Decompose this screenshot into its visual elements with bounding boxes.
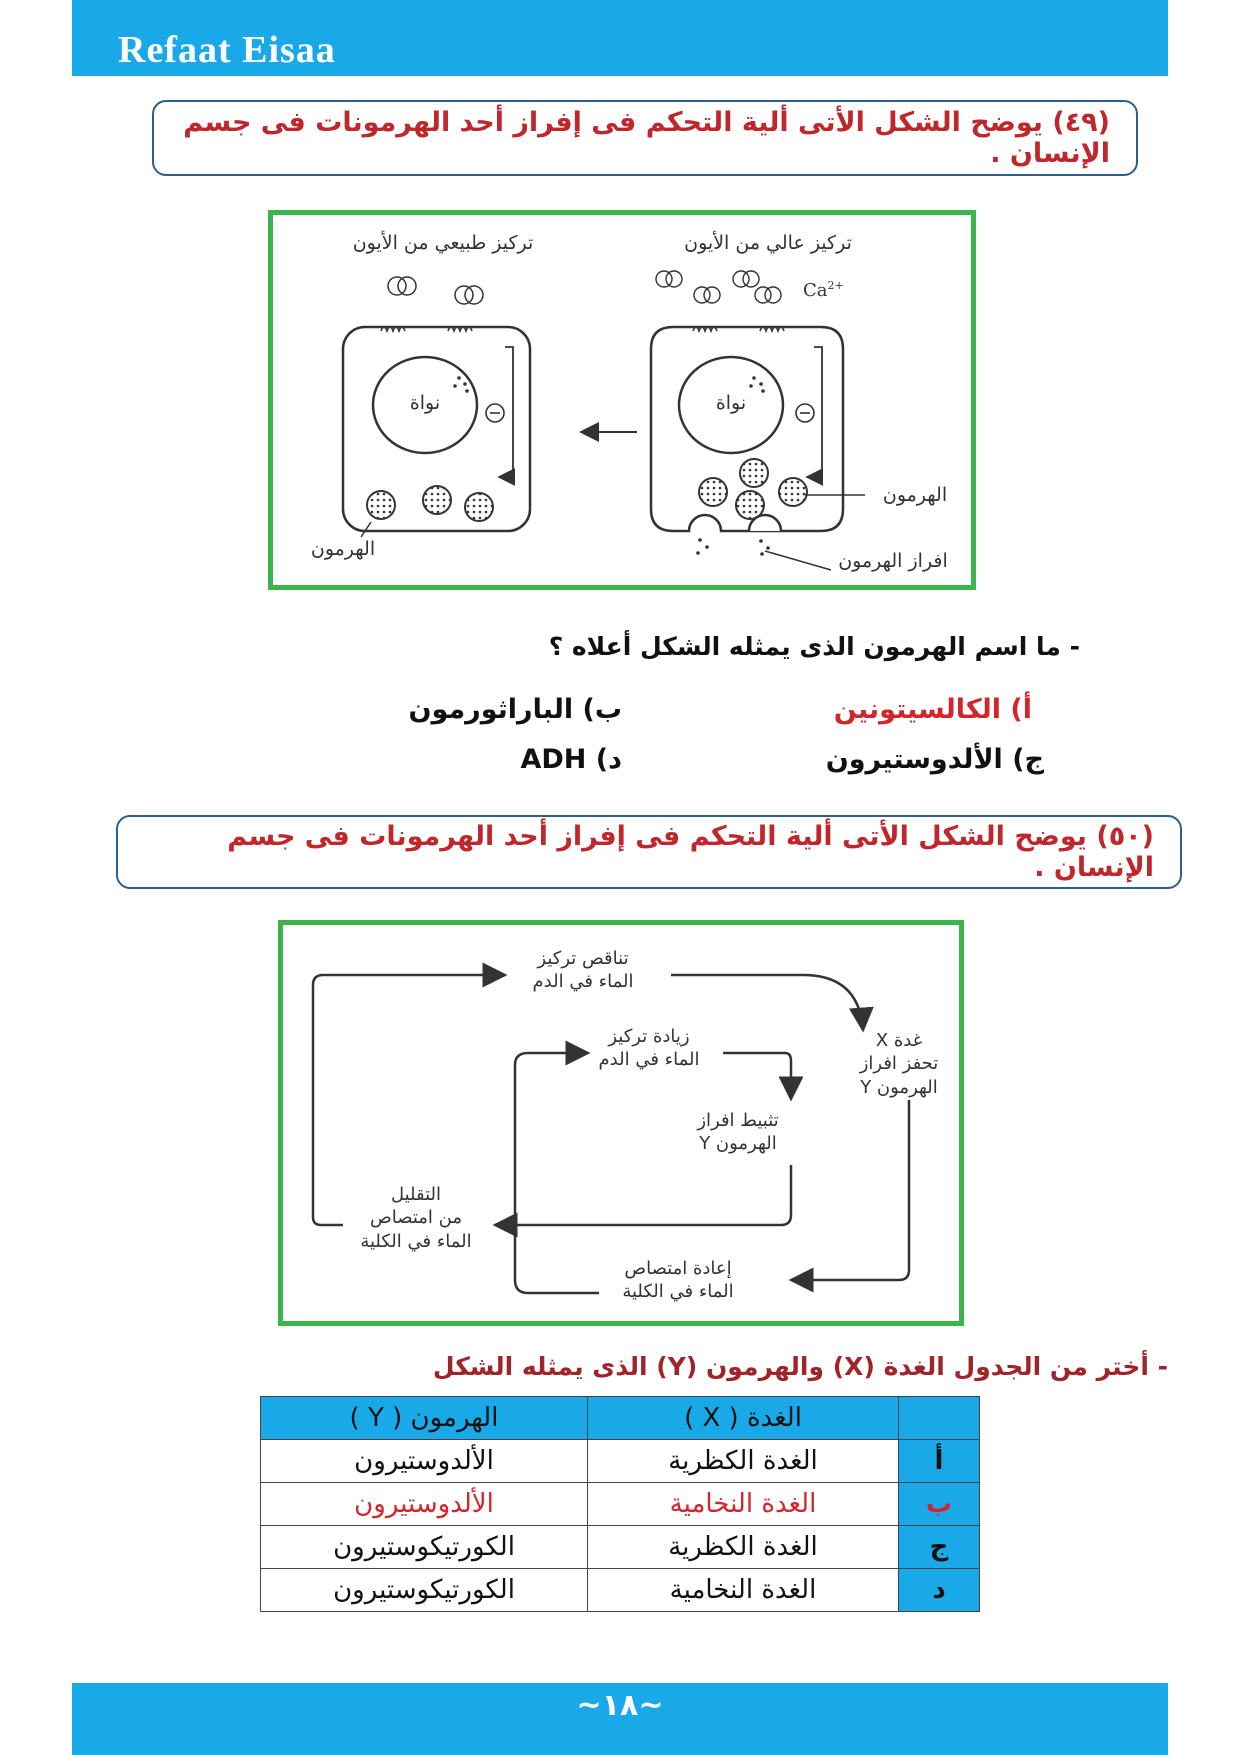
row-hormone: الكورتيكوستيرون bbox=[260, 1525, 588, 1569]
row-gland: الغدة الكظرية bbox=[587, 1525, 899, 1569]
row-gland: الغدة النخامية bbox=[587, 1482, 899, 1526]
table-row-correct: ب الغدة النخامية الألدوستيرون bbox=[260, 1482, 980, 1526]
question-49-title-text: (٤٩) يوضح الشكل الأتى ألية التحكم فى إفر… bbox=[183, 107, 1110, 169]
footer-bar bbox=[72, 1683, 1168, 1755]
right-nucleus-label: نواة bbox=[715, 392, 747, 414]
option-a: أ) الكالسيتونين bbox=[833, 694, 1032, 725]
table-row: د الغدة النخامية الكورتيكوستيرون bbox=[260, 1568, 980, 1612]
option-c: ج) الألدوستيرون bbox=[825, 744, 1044, 775]
header-gland-x: الغدة ( X ) bbox=[587, 1396, 899, 1440]
row-letter: د bbox=[898, 1568, 980, 1612]
row-letter: ب bbox=[898, 1482, 980, 1526]
figure-50-diagram bbox=[311, 962, 911, 1295]
ion-label: Ca2+ bbox=[803, 279, 844, 301]
right-cell bbox=[649, 270, 865, 571]
question-50-title-text: (٥٠) يوضح الشكل الأتى ألية التحكم فى إفر… bbox=[227, 821, 1154, 883]
right-hormone-label: الهرمون bbox=[882, 484, 948, 506]
author-name: Refaat Eisaa bbox=[118, 29, 336, 71]
question-50-title: (٥٠) يوضح الشكل الأتى ألية التحكم فى إفر… bbox=[116, 815, 1182, 889]
figure-49: تركيز طبيعي من الأيون تركيز عالي من الأي… bbox=[268, 210, 976, 590]
row-gland: الغدة النخامية bbox=[587, 1568, 899, 1612]
table-row: أ الغدة الكظرية الألدوستيرون bbox=[260, 1439, 980, 1483]
figure-49-diagram bbox=[341, 270, 865, 571]
row-letter: ج bbox=[898, 1525, 980, 1569]
left-nucleus-label: نواة bbox=[409, 392, 441, 414]
hormone-secretion-label: افراز الهرمون bbox=[838, 550, 948, 572]
table-header-row: الغدة ( X ) الهرمون ( Y ) bbox=[260, 1396, 980, 1440]
right-cell-title: تركيز عالي من الأيون bbox=[684, 232, 852, 254]
left-cell-title: تركيز طبيعي من الأيون bbox=[352, 232, 534, 254]
left-hormone-label: الهرمون bbox=[310, 538, 376, 560]
option-d: د) ADH bbox=[520, 744, 622, 775]
question-49-title: (٤٩) يوضح الشكل الأتى ألية التحكم فى إفر… bbox=[152, 100, 1138, 176]
answer-table: الغدة ( X ) الهرمون ( Y ) أ الغدة الكظري… bbox=[260, 1396, 980, 1612]
row-letter: أ bbox=[898, 1439, 980, 1483]
table-row: ج الغدة الكظرية الكورتيكوستيرون bbox=[260, 1525, 980, 1569]
question-49-text: - ما اسم الهرمون الذى يمثله الشكل أعلاه … bbox=[548, 632, 1080, 661]
row-hormone: الكورتيكوستيرون bbox=[260, 1568, 588, 1612]
row-hormone: الألدوستيرون bbox=[260, 1439, 588, 1483]
header-letter-cell bbox=[898, 1396, 980, 1440]
question-50-text: - أختر من الجدول الغدة (X) والهرمون (Y) … bbox=[432, 1352, 1168, 1381]
left-cell bbox=[341, 276, 532, 538]
option-b: ب) الباراثورمون bbox=[408, 694, 622, 725]
header-bar bbox=[72, 0, 1168, 76]
row-gland: الغدة الكظرية bbox=[587, 1439, 899, 1483]
header-hormone-y: الهرمون ( Y ) bbox=[260, 1396, 588, 1440]
page-number: ~١٨~ bbox=[576, 1688, 664, 1723]
row-hormone: الألدوستيرون bbox=[260, 1482, 588, 1526]
